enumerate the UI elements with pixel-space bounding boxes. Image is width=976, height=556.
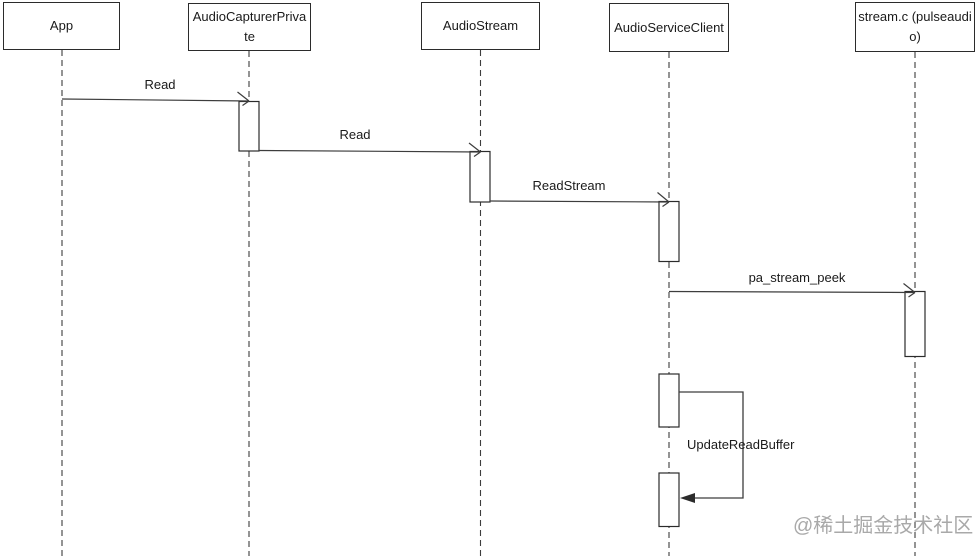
arrowhead-open-read-2 <box>468 142 481 157</box>
message-label-update-read-buffer: UpdateReadBuffer <box>687 437 795 452</box>
message-line-update-read-buffer <box>679 391 744 499</box>
arrowhead-filled-update-read-buffer <box>680 493 695 503</box>
actor-box-audio-service-client: AudioServiceClient <box>609 3 729 52</box>
actor-box-app: App <box>3 2 120 50</box>
arrowhead-open-read-stream <box>657 192 670 207</box>
actor-box-stream-c: stream.c (pulseaudio) <box>855 2 975 52</box>
message-line-pa-stream-peek <box>668 290 916 294</box>
activation-bar-audio-service-client-3 <box>658 472 680 528</box>
arrowhead-open-pa-stream-peek <box>903 283 916 298</box>
activation-bar-audio-stream <box>469 150 491 203</box>
actor-label-audio-stream: AudioStream <box>442 18 519 33</box>
arrowhead-open-read-1 <box>237 91 250 106</box>
activation-bar-audio-service-client-2 <box>658 373 680 428</box>
activation-bar-audio-service-client-1 <box>658 200 680 263</box>
message-label-read-2: Read <box>339 127 371 142</box>
message-line-read-stream <box>489 200 670 203</box>
actor-label-audio-service-client: AudioServiceClient <box>614 19 724 35</box>
actor-box-audio-stream: AudioStream <box>421 2 540 50</box>
message-line-read-2 <box>258 149 481 153</box>
actor-label-audio-capturer-private: AudioCapturerPrivate <box>192 9 307 44</box>
message-line-read-1 <box>61 98 250 102</box>
actor-box-audio-capturer-private: AudioCapturerPrivate <box>188 3 311 51</box>
activation-bar-stream-c <box>904 290 926 358</box>
activation-bar-audio-capturer-private <box>238 100 260 152</box>
message-label-read-stream: ReadStream <box>532 178 606 193</box>
actor-label-app: App <box>49 18 74 33</box>
actor-label-stream-c: stream.c (pulseaudio) <box>858 9 972 44</box>
message-label-pa-stream-peek: pa_stream_peek <box>748 270 846 285</box>
message-label-read-1: Read <box>144 77 176 92</box>
watermark-text: @稀土掘金技术社区 <box>793 515 974 537</box>
